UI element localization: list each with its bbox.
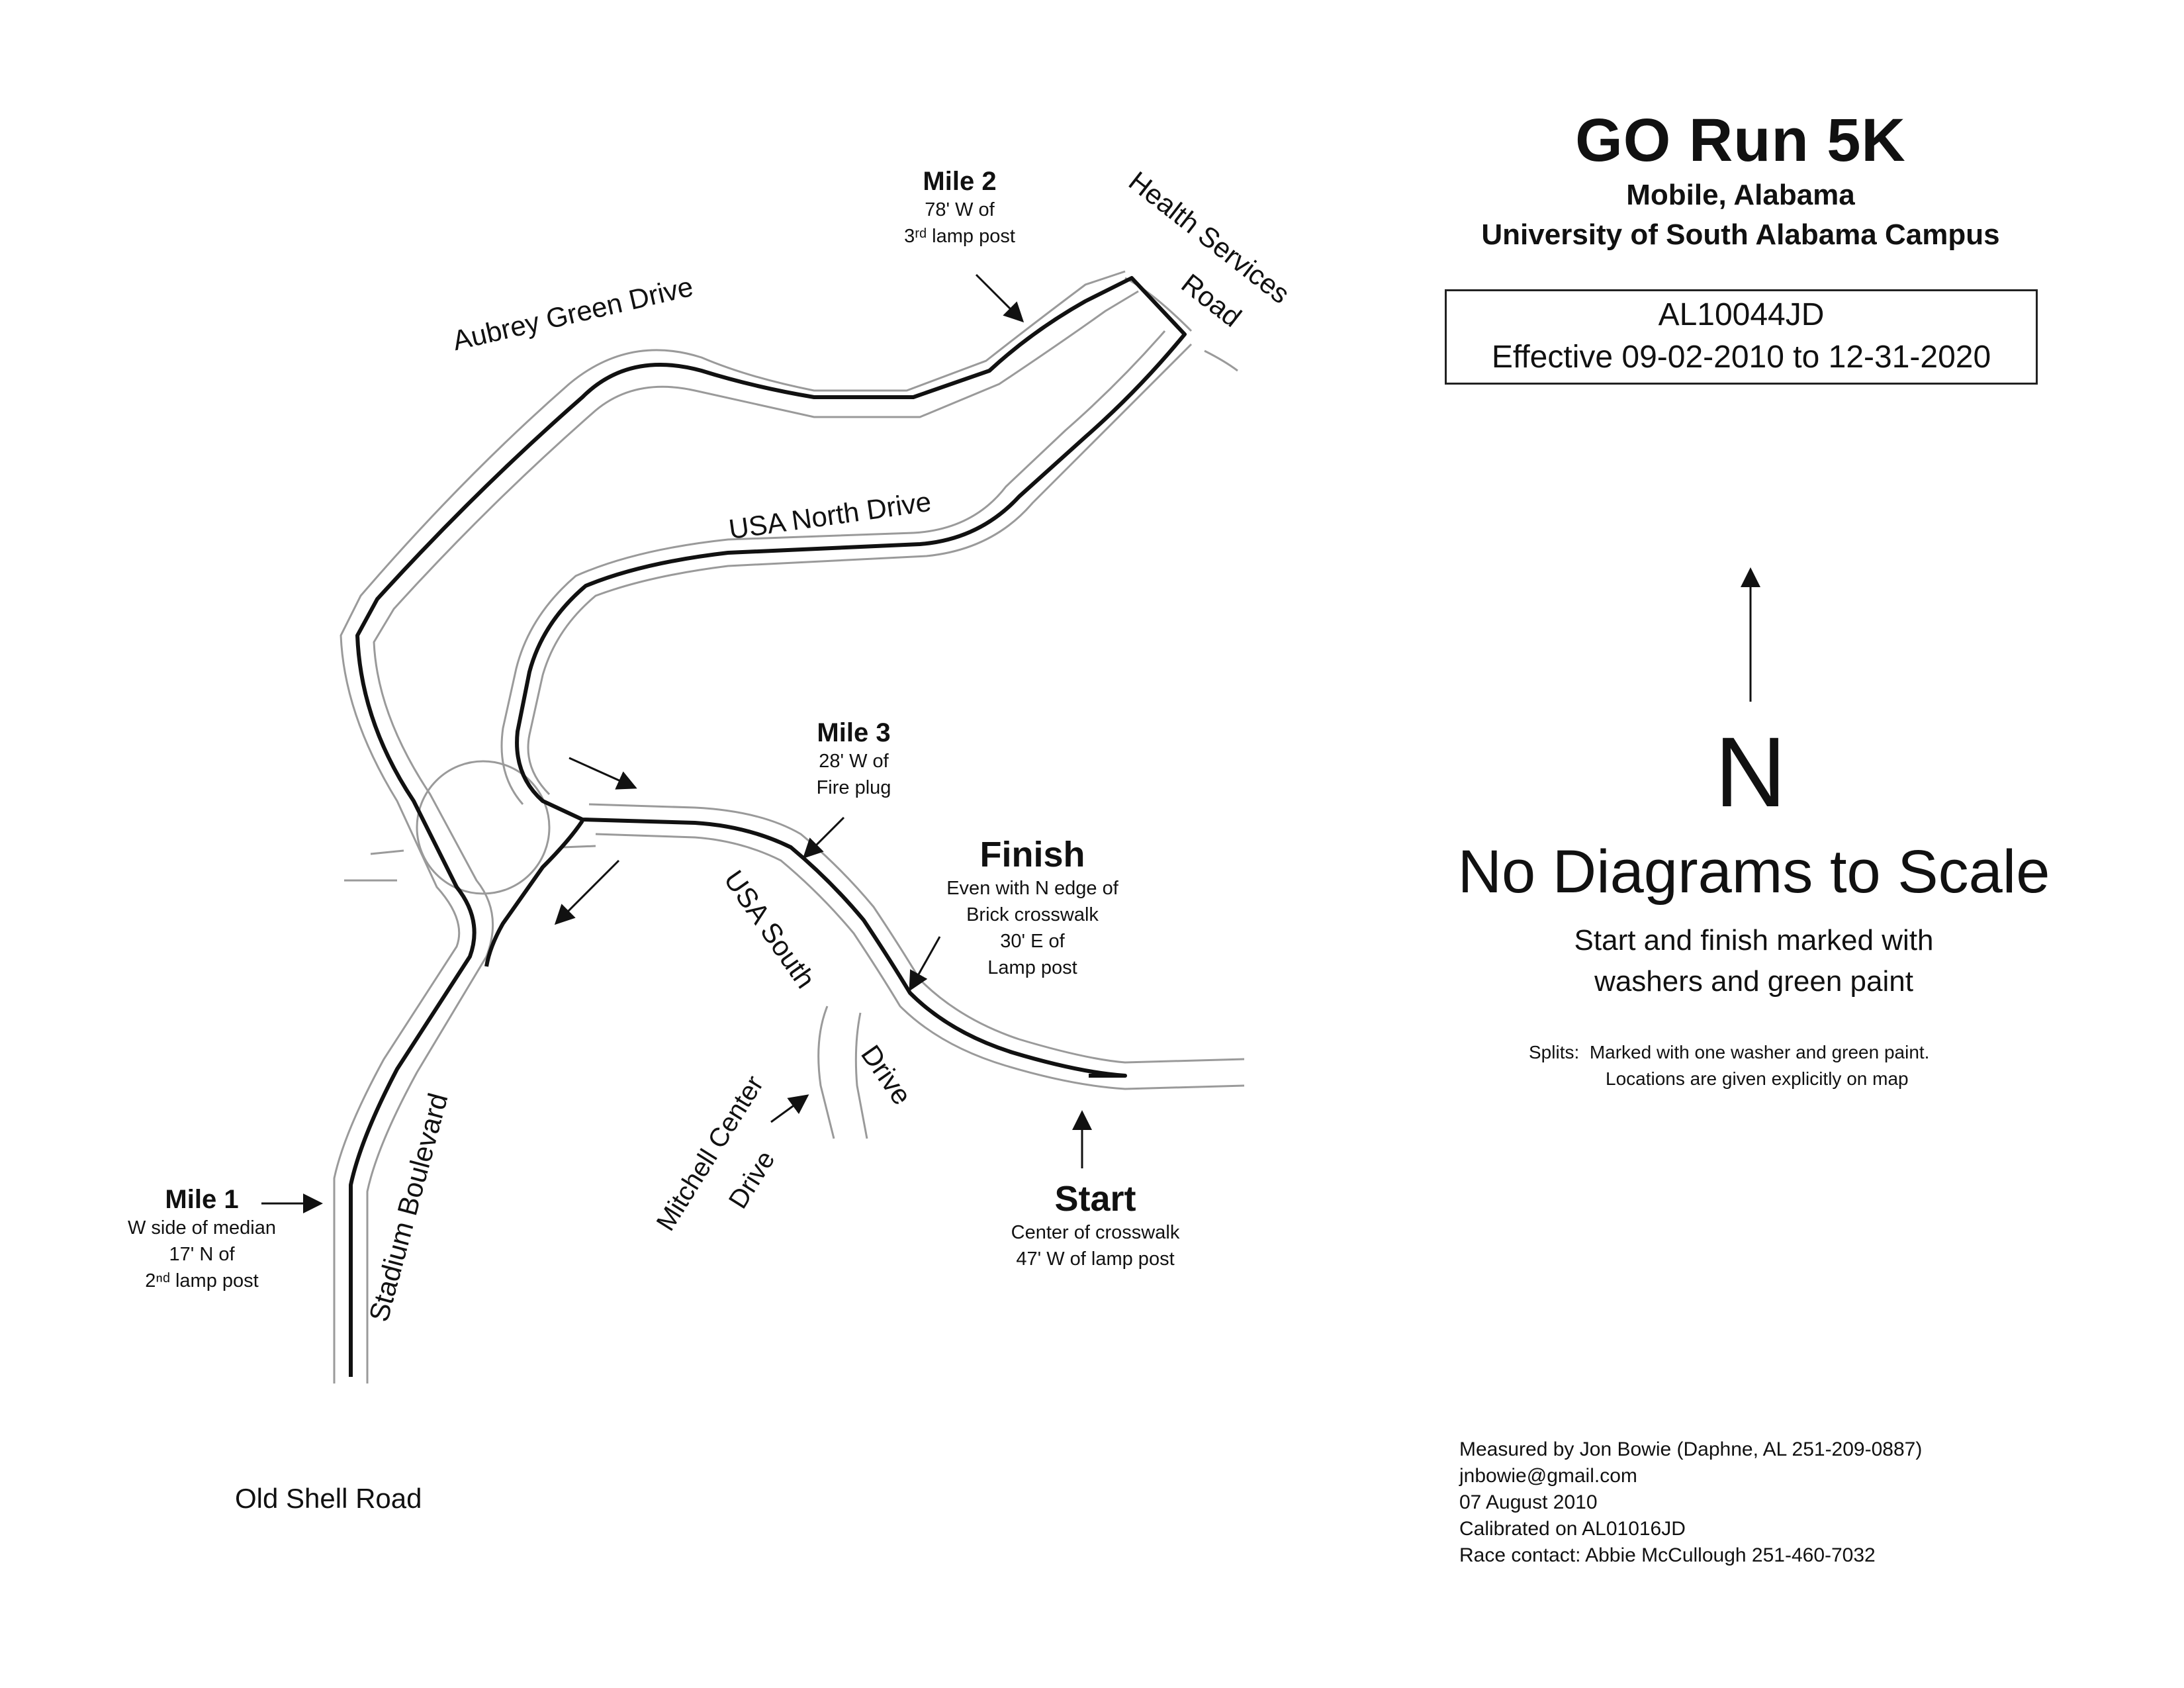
campus-subtitle: University of South Alabama Campus xyxy=(1481,218,2000,251)
credits-block: Measured by Jon Bowie (Daphne, AL 251-20… xyxy=(1459,1436,1922,1569)
credits-email: jnbowie@gmail.com xyxy=(1459,1465,1637,1487)
scale-note-line2: washers and green paint xyxy=(1594,965,1913,998)
course-route-out xyxy=(484,820,1125,1078)
marker-mile1-line2: 17' N of xyxy=(169,1244,235,1265)
marker-mile2-title: Mile 2 xyxy=(923,167,997,196)
marker-finish: Finish Even with N edge of Brick crosswa… xyxy=(913,834,1152,981)
marker-start-title: Start xyxy=(1054,1179,1136,1219)
scale-note: Start and finish marked with washers and… xyxy=(1476,920,2032,1002)
course-route xyxy=(349,276,1187,1377)
credits-date: 07 August 2010 xyxy=(1459,1491,1598,1513)
page-title: GO Run 5K xyxy=(1575,107,1906,174)
marker-finish-line2: Brick crosswalk xyxy=(966,904,1099,925)
marker-mile2: Mile 2 78' W of 3ʳᵈ lamp post xyxy=(860,167,1059,250)
marker-mile3: Mile 3 28' W of Fire plug xyxy=(761,718,946,801)
scale-note-line1: Start and finish marked with xyxy=(1574,924,1934,957)
credits-contact: Race contact: Abbie McCullough 251-460-7… xyxy=(1459,1544,1876,1566)
splits-line1: Marked with one washer and green paint. xyxy=(1589,1042,1930,1062)
marker-mile1-title: Mile 1 xyxy=(165,1185,239,1214)
marker-mile1-line1: W side of median xyxy=(127,1217,277,1239)
certification-box: AL10044JD Effective 09-02-2010 to 12-31-… xyxy=(1445,289,2038,385)
marker-mile2-line2: 3ʳᵈ lamp post xyxy=(904,226,1015,247)
marker-mile3-line1: 28' W of xyxy=(819,751,889,772)
credits-measured: Measured by Jon Bowie (Daphne, AL 251-20… xyxy=(1459,1438,1923,1460)
splits-note: Splits: Marked with one washer and green… xyxy=(1529,1039,1929,1092)
marker-start-line1: Center of crosswalk xyxy=(1011,1222,1180,1243)
north-label: N xyxy=(1714,716,1787,827)
splits-label: Splits: xyxy=(1529,1042,1580,1062)
marker-mile2-line1: 78' W of xyxy=(925,199,995,220)
marker-mile3-title: Mile 3 xyxy=(817,718,891,747)
marker-finish-line4: Lamp post xyxy=(987,957,1077,978)
splits-line2: Locations are given explicitly on map xyxy=(1606,1068,1909,1089)
marker-start-line2: 47' W of lamp post xyxy=(1016,1248,1175,1270)
marker-finish-title: Finish xyxy=(979,835,1085,874)
road-label-old-shell: Old Shell Road xyxy=(235,1483,422,1514)
credits-calibrated: Calibrated on AL01016JD xyxy=(1459,1518,1686,1540)
marker-finish-line1: Even with N edge of xyxy=(946,878,1118,899)
certification-code: AL10044JD xyxy=(1658,297,1825,332)
certification-effective: Effective 09-02-2010 to 12-31-2020 xyxy=(1491,340,1991,375)
roundabout xyxy=(416,760,551,895)
marker-mile1: Mile 1 W side of median 17' N of 2ⁿᵈ lam… xyxy=(99,1185,304,1294)
marker-finish-line3: 30' E of xyxy=(1000,931,1065,952)
city-subtitle: Mobile, Alabama xyxy=(1626,179,1855,211)
marker-mile3-line2: Fire plug xyxy=(816,777,891,798)
scale-headline: No Diagrams to Scale xyxy=(1457,838,2050,906)
marker-arrows xyxy=(261,273,1760,1213)
marker-mile1-line3: 2ⁿᵈ lamp post xyxy=(145,1270,259,1291)
marker-start: Start Center of crosswalk 47' W of lamp … xyxy=(963,1178,1228,1272)
